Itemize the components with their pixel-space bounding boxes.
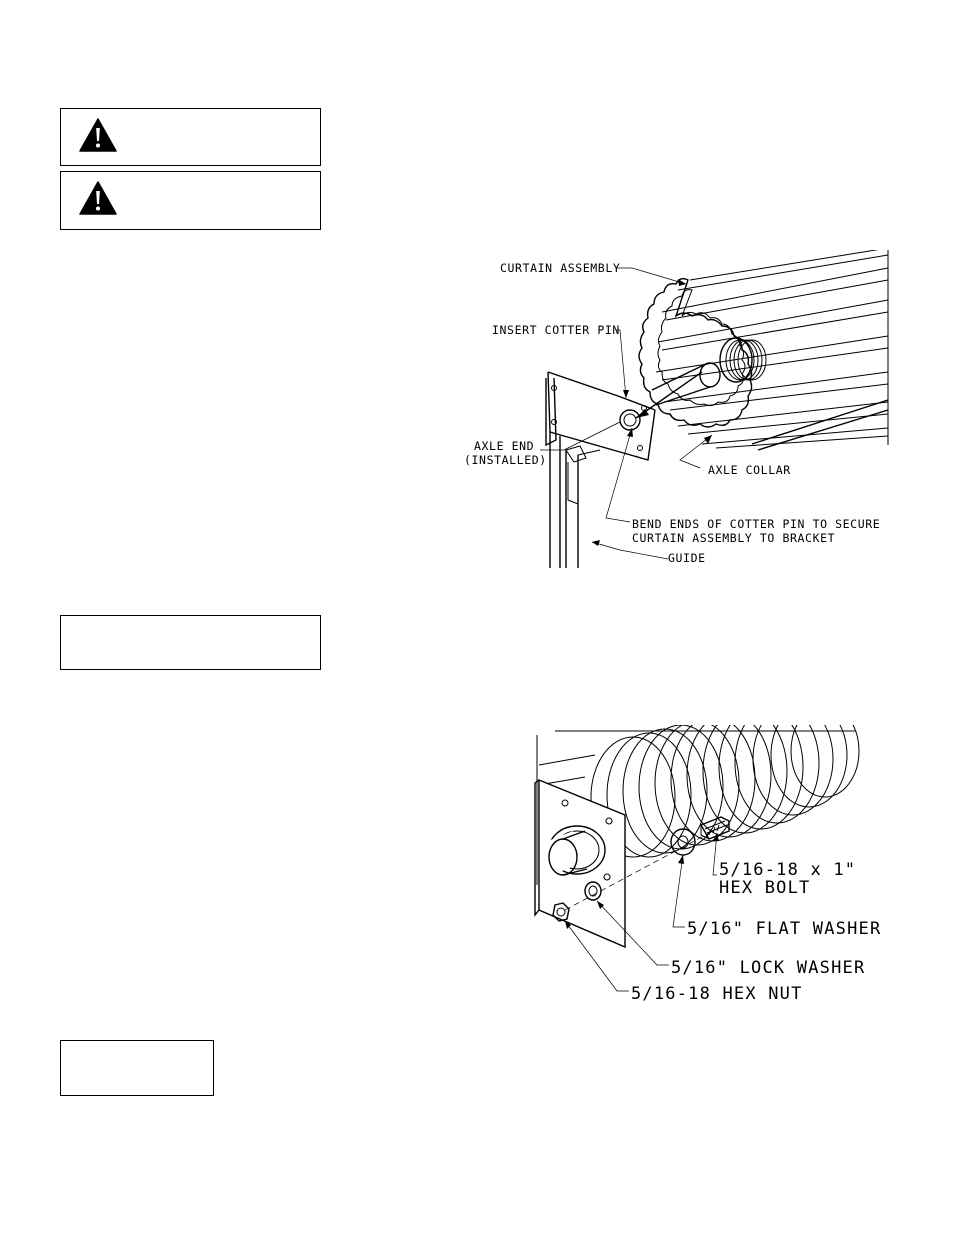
curtain-end-profile [638,277,753,428]
mounting-bracket [545,371,656,461]
label-axle-end-installed: (INSTALLED) [464,453,547,467]
warning-box-2 [60,171,321,230]
warning-box-1 [60,108,321,166]
hex-nut [552,902,570,922]
bracket-plate [534,778,626,949]
hex-bolt [699,816,730,840]
label-curtain-assembly: CURTAIN ASSEMBLY [500,261,620,275]
spring-coils [536,725,860,885]
label-bend-ends-2: CURTAIN ASSEMBLY TO BRACKET [632,531,835,545]
curtain-slats [655,250,889,451]
label-hex-nut: 5/16-18 HEX NUT [631,984,803,1004]
label-hex-bolt: HEX BOLT [719,878,810,898]
label-axle-collar: AXLE COLLAR [708,463,791,477]
label-hex-bolt-size: 5/16-18 x 1" [719,860,856,880]
note-box-small [60,1040,214,1096]
label-axle-end: AXLE END [474,439,534,453]
warning-triangle-icon [79,118,117,152]
axle-spring [651,337,767,406]
warning-triangle-icon [79,181,117,215]
label-guide: GUIDE [668,551,706,565]
label-bend-ends-1: BEND ENDS OF COTTER PIN TO SECURE [632,517,880,531]
label-lock-washer: 5/16" LOCK WASHER [671,958,865,978]
note-box [60,615,321,670]
hardware-detail-diagram: 5/16-18 x 1" HEX BOLT 5/16" FLAT WASHER … [534,725,881,1004]
label-flat-washer: 5/16" FLAT WASHER [687,919,881,939]
guide-rail [549,432,601,568]
curtain-bracket-diagram: CURTAIN ASSEMBLY INSERT COTTER PIN AXLE … [464,250,889,568]
label-insert-cotter-pin: INSERT COTTER PIN [492,323,620,337]
